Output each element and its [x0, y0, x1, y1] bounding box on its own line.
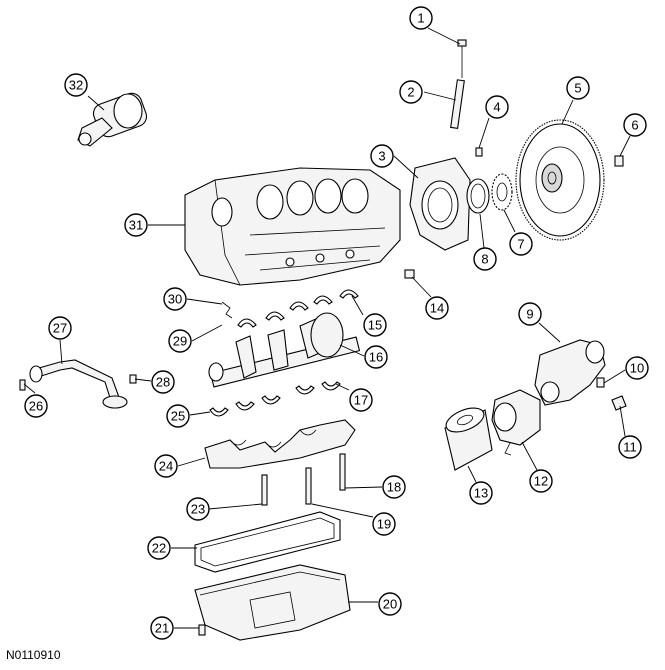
callout-label: 14: [430, 301, 444, 316]
callout-label: 6: [631, 118, 638, 133]
cylinder-block: [184, 167, 401, 286]
callout-label: 11: [623, 440, 637, 455]
callout-label: 7: [517, 237, 524, 252]
callout-10: 10: [625, 356, 649, 380]
callout-label: 26: [29, 399, 43, 414]
dipstick-tube-stud: [450, 79, 465, 129]
callout-9: 9: [518, 302, 542, 326]
callout-label: 29: [173, 334, 187, 349]
callout-label: 25: [171, 409, 185, 424]
piston-cooling-jet: [221, 301, 233, 319]
callout-label: 10: [630, 361, 644, 376]
callout-label: 30: [168, 292, 182, 307]
callout-label: 24: [159, 459, 173, 474]
oil-pan: [194, 564, 351, 641]
callout-24: 24: [154, 454, 178, 478]
crankshaft-target-wheel: [491, 173, 513, 211]
flexplate-bolt: [614, 155, 624, 167]
callout-16: 16: [364, 345, 388, 369]
piston-connecting-rod: [77, 92, 148, 147]
callout-label: 12: [534, 474, 548, 489]
lower-main-bearings-rear: [295, 381, 341, 395]
callout-label: 16: [369, 350, 383, 365]
retainer-bolt: [475, 147, 483, 157]
callout-21: 21: [150, 616, 174, 640]
callout-19: 19: [372, 512, 396, 536]
callout-label: 3: [378, 149, 385, 164]
main-bearing-caps: [204, 419, 356, 469]
upper-main-bearings: [237, 289, 359, 328]
callout-25: 25: [166, 404, 190, 428]
callout-label: 15: [368, 318, 382, 333]
callout-17: 17: [349, 388, 373, 412]
callout-3: 3: [370, 144, 394, 168]
block-plug: [404, 269, 415, 279]
callout-27: 27: [48, 316, 72, 340]
figure-reference-code: N0110910: [6, 648, 61, 662]
oil-pan-bolt: [198, 624, 206, 636]
main-bearing-bolts: [261, 453, 346, 506]
callout-11: 11: [618, 435, 642, 459]
adapter-bolt: [596, 377, 605, 388]
rear-crankshaft-seal: [466, 178, 490, 214]
callout-label: 22: [152, 541, 166, 556]
callout-label: 17: [354, 393, 368, 408]
oil-pressure-sensor: [611, 395, 627, 411]
callout-label: 9: [526, 307, 533, 322]
callout-2: 2: [399, 80, 423, 104]
callout-7: 7: [509, 232, 533, 256]
callout-label: 31: [129, 218, 143, 233]
callout-label: 19: [377, 517, 391, 532]
callout-29: 29: [168, 329, 192, 353]
callout-15: 15: [363, 313, 387, 337]
oil-filter-adapter: [534, 339, 606, 406]
callout-label: 1: [417, 11, 424, 26]
callout-label: 4: [493, 100, 500, 115]
callout-label: 5: [574, 81, 581, 96]
callout-label: 8: [481, 252, 488, 267]
callout-label: 2: [407, 85, 414, 100]
callout-label: 23: [191, 502, 205, 517]
callout-18: 18: [382, 475, 406, 499]
callout-26: 26: [24, 394, 48, 418]
flexplate: [515, 119, 605, 241]
callout-6: 6: [623, 113, 647, 137]
pickup-tube-bolt: [19, 379, 26, 391]
callout-1: 1: [409, 6, 433, 30]
callout-label: 27: [53, 321, 67, 336]
callout-label: 18: [387, 480, 401, 495]
callout-4: 4: [485, 95, 509, 119]
oil-pan-gasket: [194, 511, 341, 573]
callout-label: 32: [69, 78, 83, 93]
callout-32: 32: [64, 73, 88, 97]
callout-label: 20: [383, 597, 397, 612]
leader-lines: [23, 27, 631, 629]
callout-20: 20: [378, 592, 402, 616]
oil-pump-screen-pickup-tube: [29, 359, 128, 409]
callout-30: 30: [163, 287, 187, 311]
oil-filter: [444, 407, 493, 471]
callout-8: 8: [473, 247, 497, 271]
callout-label: 13: [474, 486, 488, 501]
callout-13: 13: [469, 481, 493, 505]
callout-5: 5: [566, 76, 590, 100]
callout-label: 28: [156, 375, 170, 390]
callout-22: 22: [147, 536, 171, 560]
lower-main-bearings-front: [209, 395, 281, 417]
callout-31: 31: [124, 213, 148, 237]
callout-23: 23: [186, 497, 210, 521]
oil-cooler: [491, 389, 541, 456]
bolt-upper: [457, 39, 467, 78]
callout-14: 14: [425, 296, 449, 320]
callout-label: 21: [155, 621, 169, 636]
crankshaft: [208, 312, 361, 388]
callout-28: 28: [151, 370, 175, 394]
rear-seal-retainer: [409, 157, 471, 251]
callout-12: 12: [529, 469, 553, 493]
